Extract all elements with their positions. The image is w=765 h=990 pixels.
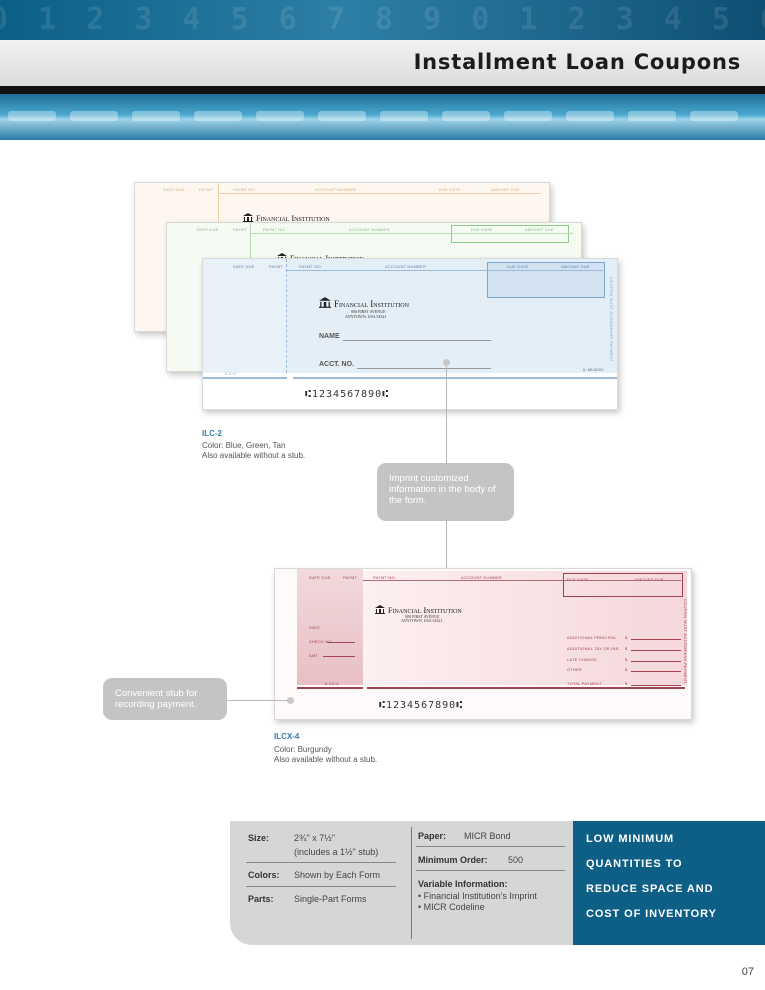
header-stripe-band [0,94,765,140]
product-code: ILC-2 [202,429,222,438]
product-code: ILCX-4 [274,732,300,741]
coupon-sample-burgundy: DATE DUE PAYMT PAYMT NO. ACCOUNT NUMBER … [274,568,692,720]
callout-dot [443,359,450,366]
decorative-digits: 0 1 2 3 4 5 6 7 8 9 0 1 2 3 4 5 6 7 8 9 [0,2,765,37]
institution-name: Financial Institution [319,297,409,309]
page-title: Installment Loan Coupons [413,50,741,74]
institution-name: Financial Institution [243,213,330,223]
header-divider [0,86,765,94]
product-colors: Color: Burgundy [274,745,332,754]
header-title-bar [0,40,765,86]
amount-box [487,262,605,298]
bank-icon [375,605,385,614]
product-note: Also available without a stub. [202,451,306,460]
amount-box [451,225,569,243]
callout-leader [446,366,447,463]
product-note: Also available without a stub. [274,755,378,764]
micr-codeline: ⑆1234567890⑆ [305,389,390,400]
bank-icon [319,297,331,308]
bank-icon [243,213,253,222]
callout-stub: Convenient stub for recording payment. [103,678,227,720]
institution-name: Financial Institution [375,605,462,615]
callout-leader [446,521,447,605]
callout-dot [287,697,294,704]
bank-icon [277,253,287,262]
callout-leader [227,700,289,701]
promo-box: LOW MINIMUM QUANTITIES TO REDUCE SPACE A… [573,821,765,945]
spec-divider [411,827,412,939]
header-digit-banner: 0 1 2 3 4 5 6 7 8 9 0 1 2 3 4 5 6 7 8 9 [0,0,765,40]
amount-box [563,573,683,597]
callout-imprint: Imprint customized information in the bo… [377,463,514,521]
micr-codeline: ⑆1234567890⑆ [379,700,464,711]
spec-panel: Size: 2¾" x 7½" (includes a 1½" stub) Co… [230,821,575,945]
product-colors: Color: Blue, Green, Tan [202,441,286,450]
coupon-sample-blue: DATE DUE PAYMT PAYMT NO. ACCOUNT NUMBER … [202,258,618,410]
page-number: 07 [741,966,754,978]
